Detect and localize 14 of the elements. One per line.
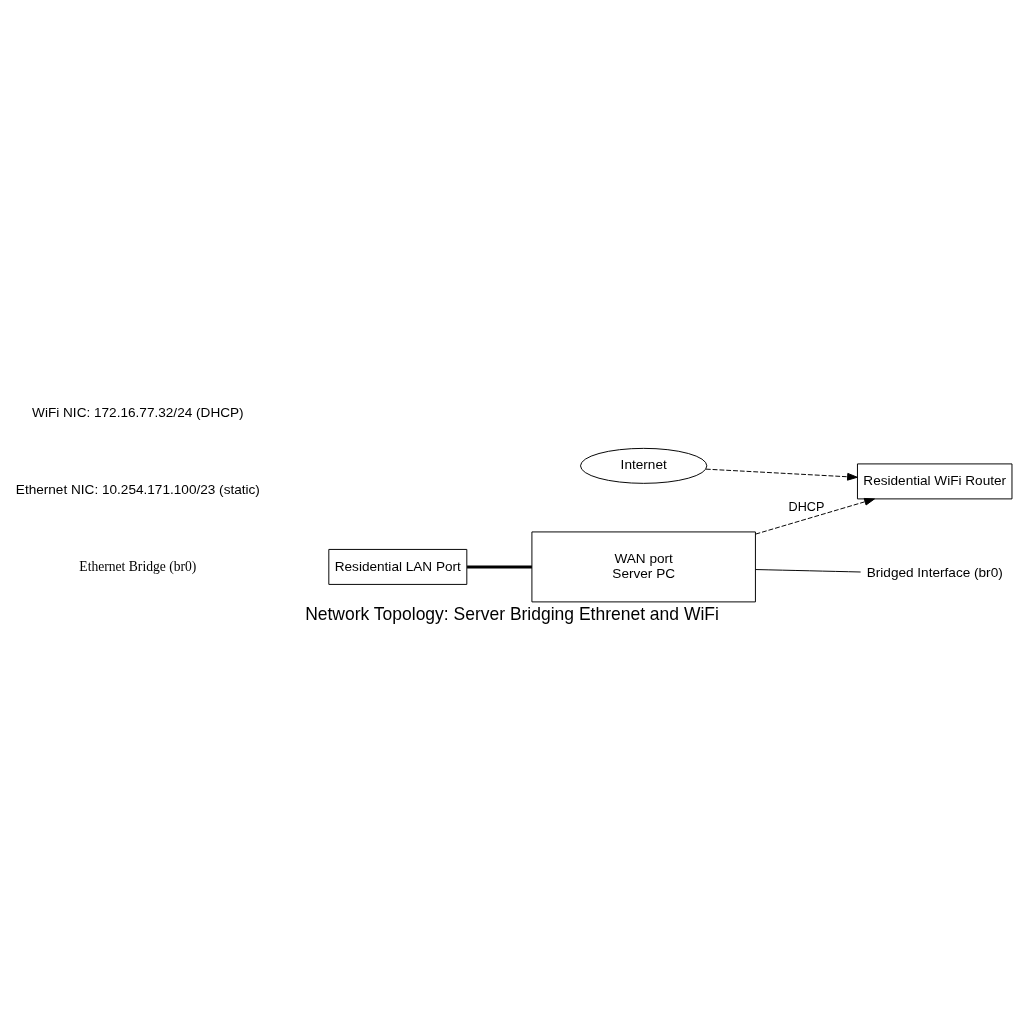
arrow (705, 468, 858, 481)
connector (467, 564, 532, 568)
node-box: WAN port Server PC (531, 530, 756, 602)
arrow (755, 497, 875, 535)
connector (755, 568, 862, 572)
label: WiFi NIC: 172.16.77.32/24 (DHCP) (32, 404, 244, 420)
node-box: Residential WiFi Router (857, 462, 1013, 499)
node-text: Bridged Interface (br0) (866, 564, 1003, 580)
caption: Network Topology: Server Bridging Ethrenet and WiFi (305, 603, 719, 624)
edge-label: DHCP (788, 499, 825, 514)
label: Ethernet NIC: 10.254.171.100/23 (static) (15, 481, 260, 497)
node-ellipse: Internet (580, 447, 708, 484)
node-box: Residential LAN Port (328, 548, 468, 585)
label: Ethernet Bridge (br0) (79, 558, 197, 574)
